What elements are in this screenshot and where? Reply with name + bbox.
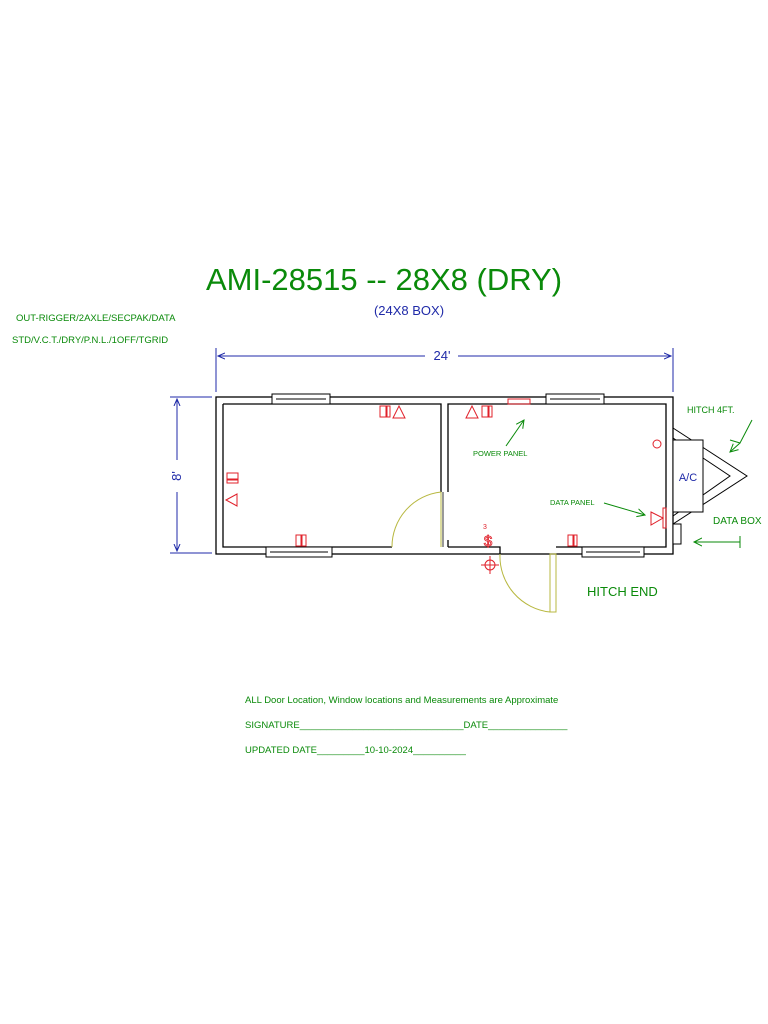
signature-line: SIGNATURE_______________________________… xyxy=(245,720,568,731)
power-panel-icon xyxy=(507,398,531,405)
electrical-symbols: $ xyxy=(224,398,667,574)
switch-count: 3 xyxy=(483,524,487,531)
data-jack-icon xyxy=(392,404,406,419)
smoke-detector-icon xyxy=(652,439,662,449)
annotation-arrows xyxy=(505,420,753,548)
outlet-icon xyxy=(481,405,493,418)
outlet-icon xyxy=(226,472,239,484)
width-dimension: 24' xyxy=(215,348,674,392)
spec-line-2: STD/V.C.T./DRY/P.N.L./1OFF/TGRID xyxy=(12,335,169,346)
disclaimer-note: ALL Door Location, Window locations and … xyxy=(245,695,559,706)
height-label: 8' xyxy=(169,471,184,481)
power-panel-label: POWER PANEL xyxy=(473,449,527,458)
interior-door xyxy=(391,491,444,548)
hitch: A/C xyxy=(672,427,748,545)
data-jack-icon xyxy=(224,493,238,507)
outlet-icon xyxy=(295,534,307,547)
ac-label: A/C xyxy=(679,472,697,484)
data-panel-label: DATA PANEL xyxy=(550,498,595,507)
updated-date-line: UPDATED DATE_________10-10-2024_________… xyxy=(245,745,466,756)
windows xyxy=(265,393,645,558)
hitch-label: HITCH 4FT. xyxy=(687,405,735,415)
outlet-icon xyxy=(379,405,391,418)
data-jack-icon xyxy=(465,404,479,419)
height-dimension: 8' xyxy=(169,396,212,554)
exterior-light-icon xyxy=(481,556,499,574)
spec-line-1: OUT-RIGGER/2AXLE/SECPAK/DATA xyxy=(16,313,176,324)
switch-icon: $ xyxy=(484,533,493,550)
hitch-end-label: HITCH END xyxy=(587,584,658,599)
outlet-icon xyxy=(567,534,578,547)
exterior-door xyxy=(499,553,557,613)
exterior-walls xyxy=(215,396,674,555)
data-panel-icon xyxy=(650,511,665,526)
width-label: 24' xyxy=(434,348,451,363)
data-panel-box xyxy=(662,507,667,529)
page-title: AMI-28515 -- 28X8 (DRY) xyxy=(205,262,563,297)
page-subtitle: (24X8 BOX) xyxy=(373,303,445,318)
data-box-label: DATA BOX xyxy=(713,516,762,527)
